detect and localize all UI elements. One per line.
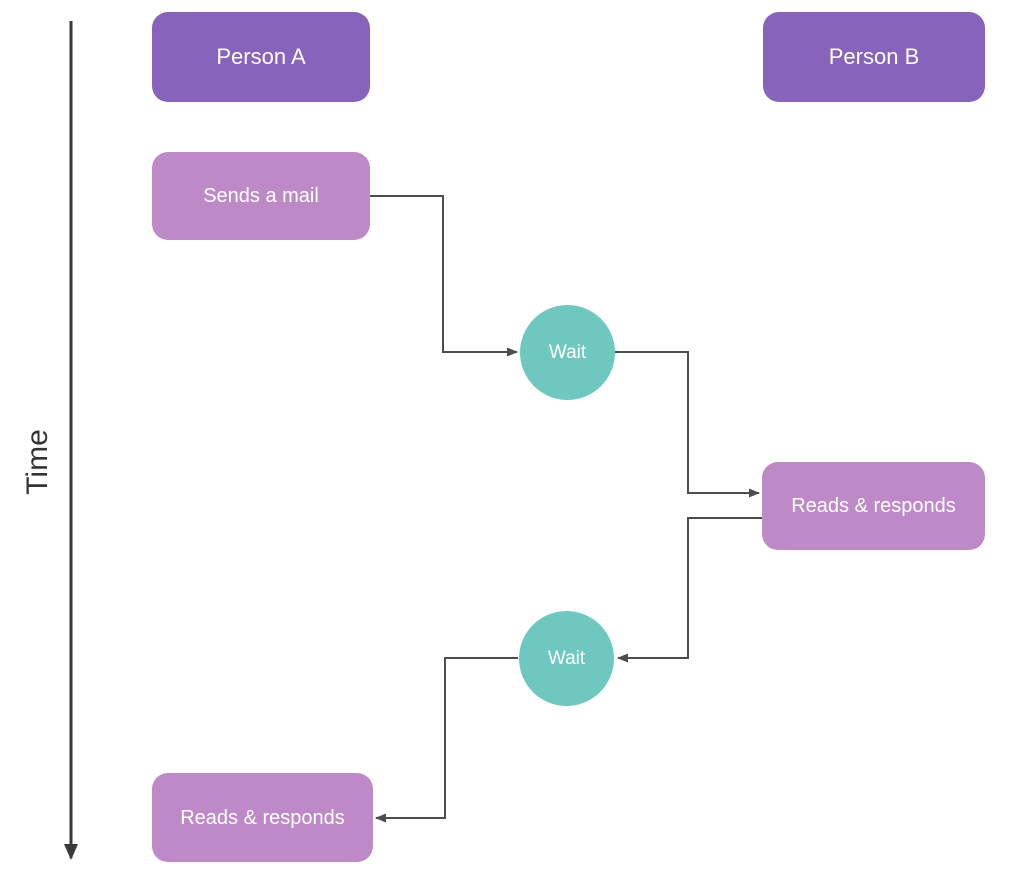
node-reads-responds-1: Reads & responds bbox=[762, 462, 985, 550]
node-wait-2-label: Wait bbox=[547, 647, 586, 669]
node-sends-mail: Sends a mail bbox=[152, 152, 370, 240]
node-reads-responds-1-label: Reads & responds bbox=[791, 495, 956, 517]
node-wait-2: Wait bbox=[519, 611, 614, 706]
node-reads-responds-2-label: Reads & responds bbox=[180, 806, 345, 829]
lane-header-person-a-label: Person A bbox=[216, 43, 306, 69]
lane-header-person-b: Person B bbox=[763, 12, 985, 102]
lane-header-person-b-label: Person B bbox=[828, 43, 920, 69]
edge-wait-2-to-reads-responds-2 bbox=[375, 657, 518, 823]
node-reads-responds-2: Reads & responds bbox=[152, 773, 373, 862]
edge-wait-1-to-reads-responds-1 bbox=[615, 351, 760, 498]
node-wait-1-label: Wait bbox=[548, 341, 587, 363]
lane-header-person-a: Person A bbox=[152, 12, 370, 102]
edge-sends-mail-to-wait-1 bbox=[370, 195, 518, 357]
edge-reads-responds-1-to-wait-2 bbox=[617, 517, 762, 663]
node-wait-1: Wait bbox=[520, 305, 615, 400]
time-axis-label: Time bbox=[21, 429, 54, 495]
node-sends-mail-label: Sends a mail bbox=[203, 185, 319, 207]
